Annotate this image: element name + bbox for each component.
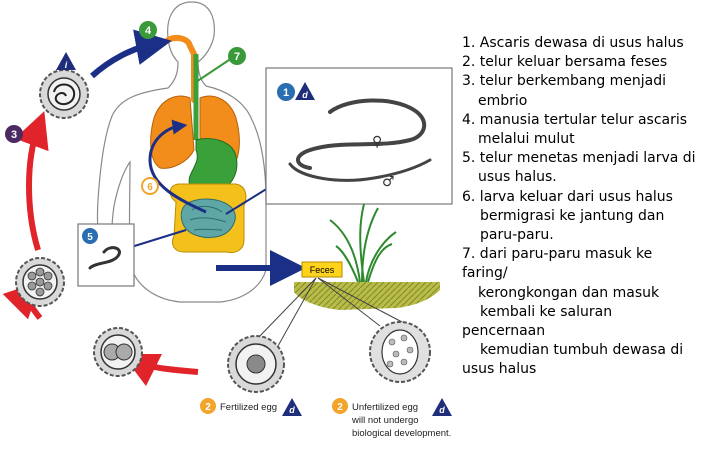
legend-line-6-cont-1: bermigrasi ke jantung dan [480,207,665,224]
legend-line-3-cont: embrio [478,92,528,109]
cycle-arrow-bottom [121,353,199,387]
embryonated-egg [15,257,65,307]
legend-line-5: 5. telur menetas menjadi larva di [462,150,696,167]
svg-text:3: 3 [11,129,17,141]
larva-migration-arrow [148,119,207,214]
legend-line-7: 7. dari paru-paru masuk ke [462,246,653,263]
legend-line-7-cont-2: kerongkongan dan masuk [478,284,660,301]
svg-text:d: d [289,405,295,415]
legend-line-6-cont-2: paru-paru. [480,227,554,244]
svg-text:6: 6 [147,182,153,193]
svg-text:7: 7 [234,51,240,63]
unfertilized-egg-caption-line2: will not undergo [351,415,419,426]
unfertilized-egg-caption-line1: Unfertilized egg [352,402,418,413]
svg-text:5: 5 [87,232,93,243]
step-2-marker-unfertilized: 2 [332,398,348,414]
fertilized-egg [227,335,285,393]
unfertilized-egg [369,321,431,383]
infection-arrow [90,29,172,79]
step-5-marker: 5 [82,228,98,244]
infective-stage-triangle: i [56,52,76,70]
step-3-marker: 3 [5,125,23,143]
legend-line-4: 4. manusia tertular telur ascaris [462,111,688,128]
feces-box [301,261,343,278]
female-worm-icon [296,98,426,170]
unfertilized-egg-caption-line3: biological development. [352,428,451,439]
larva-icon [88,246,121,270]
svg-text:2: 2 [205,402,211,413]
svg-text:i: i [65,60,68,70]
adult-worm-connector-line [225,187,269,215]
diagnostic-stage-triangle-unfertilized: d [432,398,452,416]
svg-text:d: d [439,405,445,415]
grass [329,203,397,283]
soil [294,282,440,310]
step-6-marker: 6 [141,177,159,195]
life-cycle-legend: 1. Ascaris dewasa di usus halus 2. telur… [462,34,720,380]
legend-line-3: 3. telur berkembang menjadi [462,73,667,90]
cycle-arrow-top [14,111,49,251]
step7-connector [195,57,233,83]
step-2-marker-fertilized: 2 [200,398,216,414]
step-1-marker: 1 [277,83,295,101]
larva-connector-line [127,229,187,249]
diagnostic-stage-triangle-adult: d [295,82,315,100]
legend-line-1: 1. Ascaris dewasa di usus halus [462,35,684,51]
legend-line-4-cont: melalui mulut [478,131,575,148]
organs [150,35,247,253]
svg-text:4: 4 [145,25,152,37]
legend-line-5-cont: usus halus. [478,169,557,186]
legend-line-6: 6. larva keluar dari usus halus [462,188,673,205]
legend-line-7-cont-4: pencernaan [462,323,546,340]
legend-line-2: 2. telur keluar bersama feses [462,54,668,71]
svg-text:d: d [302,90,308,100]
two-cell-egg [93,327,143,377]
fertilized-egg-caption: Fertilized egg [220,402,277,413]
legend-line-7-cont-5: kemudian tumbuh dewasa di [480,342,684,359]
step-4-marker: 4 [139,21,157,39]
legend-line-7-cont-6: usus halus [462,361,537,378]
infective-egg [39,69,89,119]
male-symbol: ♂ [382,174,395,190]
svg-text:1: 1 [283,87,289,99]
diagnostic-stage-triangle-fertilized: d [282,398,302,416]
step-7-marker: 7 [228,47,246,65]
male-worm-icon [288,158,432,182]
ascaris-life-cycle-diagram: Feces 4 7 1 3 6 5 2 [2,1,453,439]
legend-line-7-cont-3: kembali ke saluran [480,303,613,320]
feces-label: Feces [310,265,335,275]
female-symbol: ♀ [372,134,382,150]
legend-line-7-cont-1: faring/ [462,265,508,282]
svg-text:2: 2 [337,402,343,413]
